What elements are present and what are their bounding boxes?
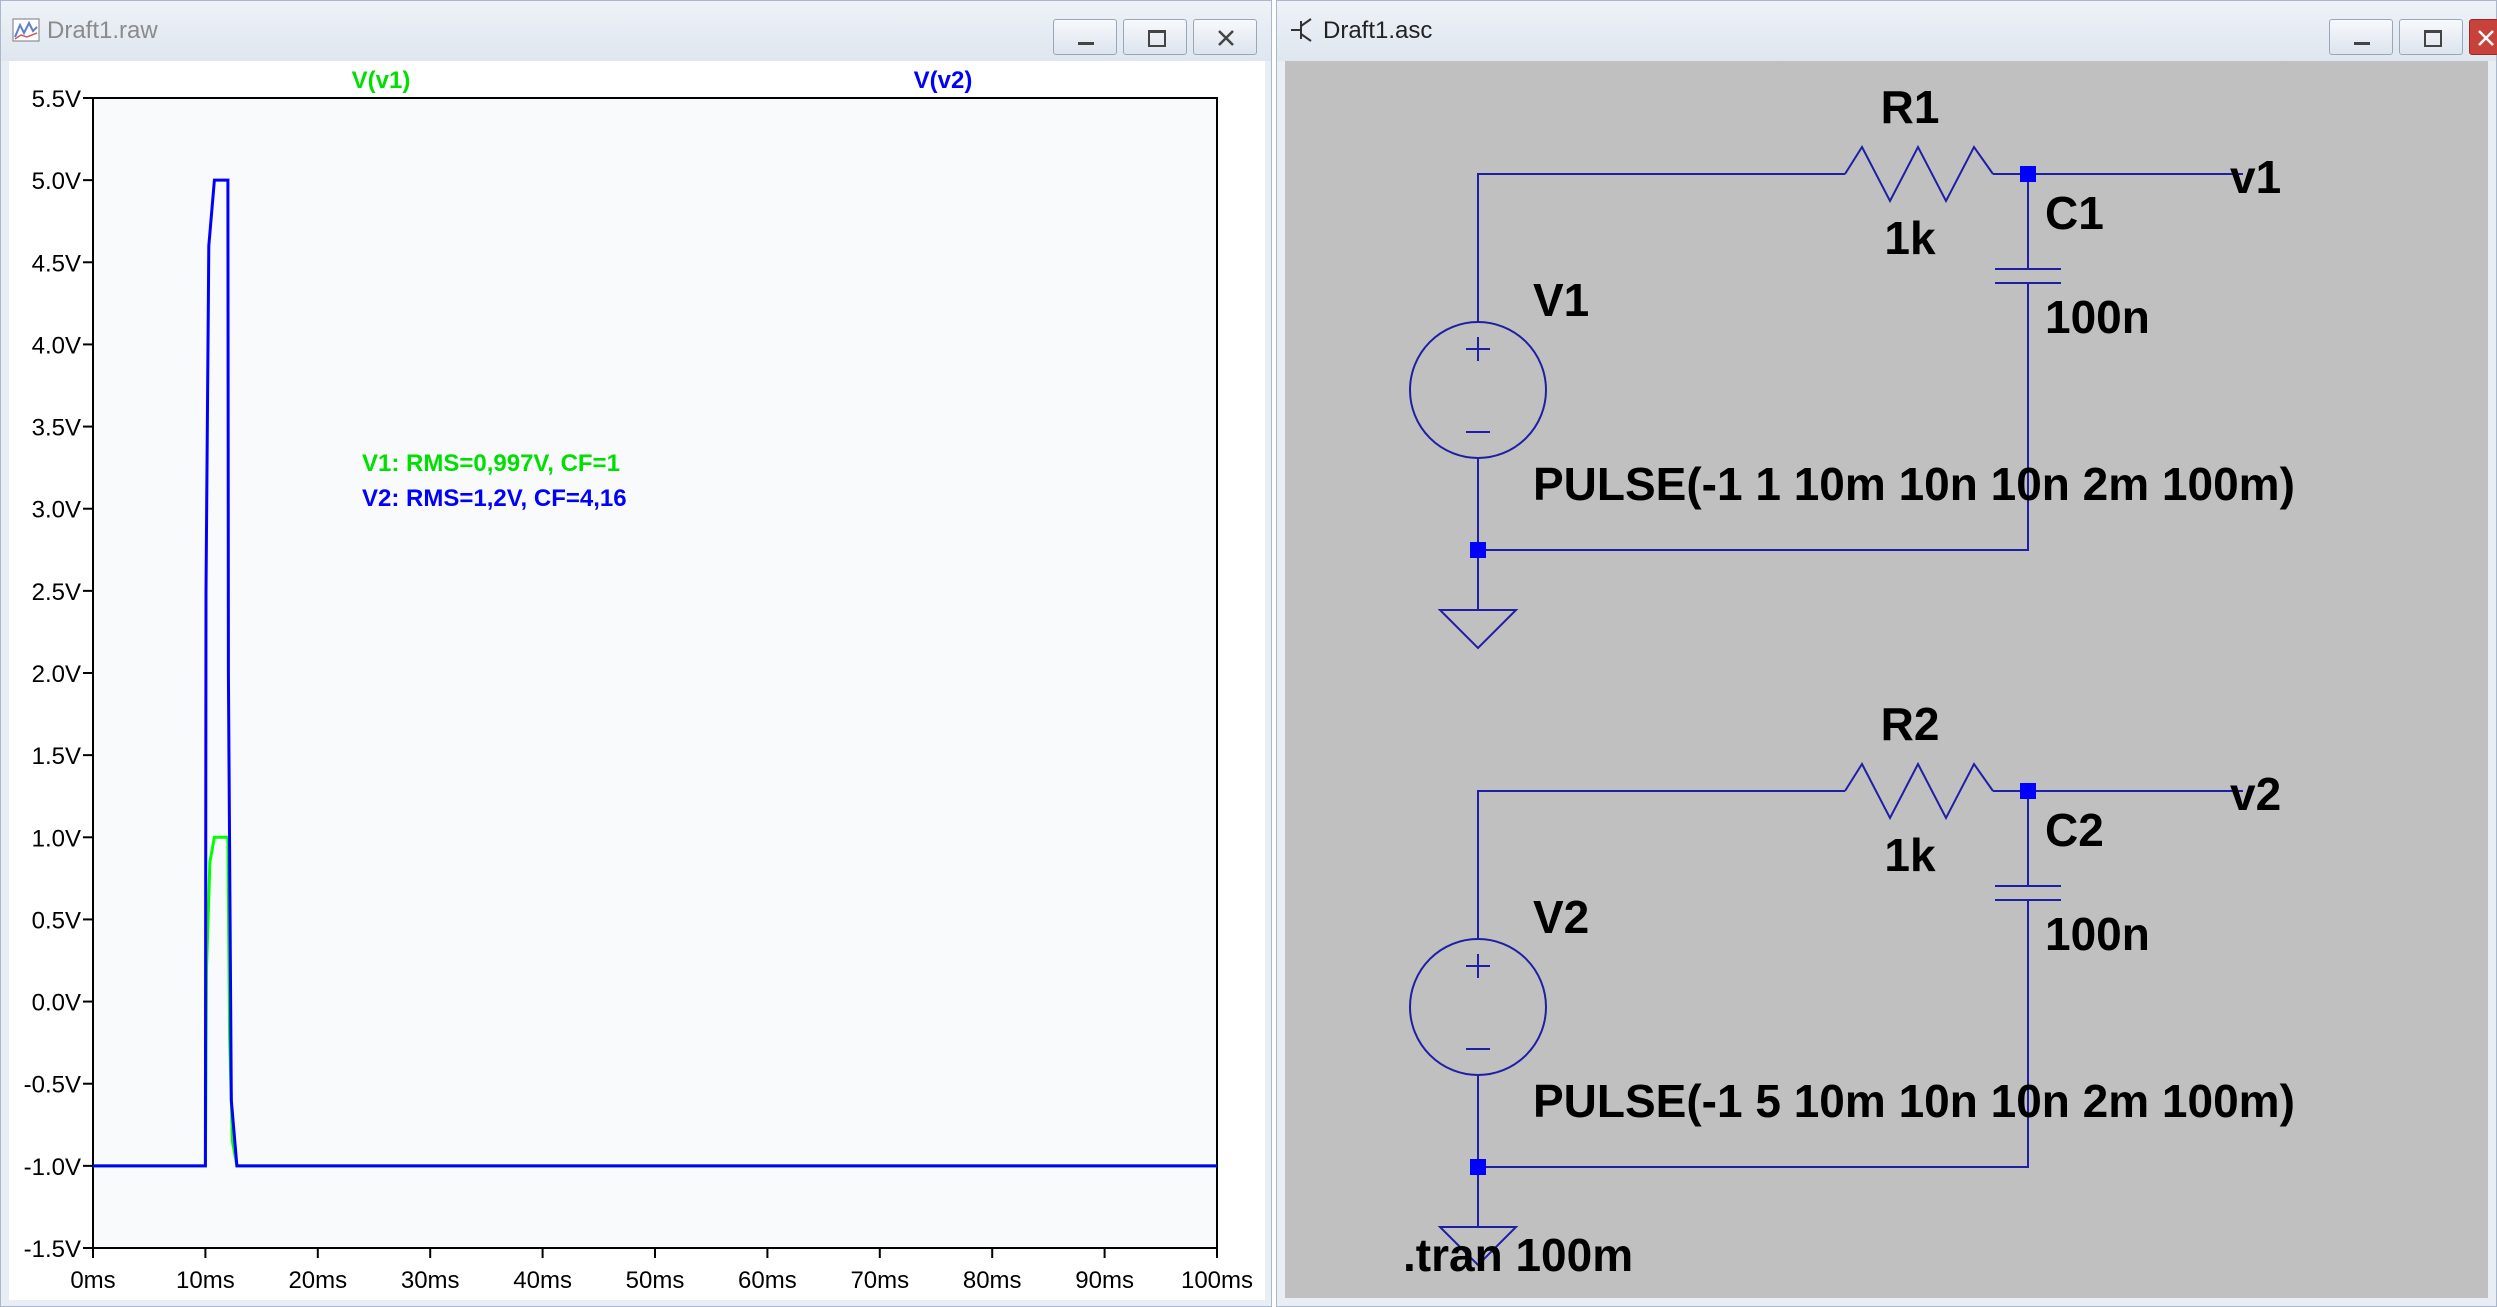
y-tick-label: 4.0V xyxy=(32,332,81,359)
x-tick-label: 80ms xyxy=(963,1267,1022,1294)
window-title: Draft1.asc xyxy=(1323,17,1433,44)
capacitor-value[interactable]: 100n xyxy=(2045,908,2150,960)
net-label[interactable]: v2 xyxy=(2230,768,2281,820)
y-tick-label: 4.5V xyxy=(32,250,81,277)
junction-node[interactable] xyxy=(2020,783,2036,799)
wire[interactable] xyxy=(1477,173,1845,322)
waveform-chart[interactable]: 5.5V 5.0V 4.5V 4.0V 3.5V 3.0V 2.5V 2.0V 1.5V 1.0V… xyxy=(9,61,1265,1300)
waveform-titlebar[interactable]: Draft1.raw xyxy=(1,1,1271,61)
x-axis: 0ms 10ms 20ms 30ms 40ms 50ms 60ms 70ms 80ms 90ms 1… xyxy=(70,1248,1253,1294)
measurement-v2: V2: RMS=1,2V, CF=4,16 xyxy=(362,485,627,512)
restore-button[interactable] xyxy=(2399,19,2463,55)
close-icon xyxy=(1218,30,1234,46)
junction-node[interactable] xyxy=(1470,1159,1486,1175)
restore-icon xyxy=(2424,30,2442,47)
series-lines xyxy=(93,178,1217,1168)
plot-frame xyxy=(92,97,1218,1249)
resistor-name[interactable]: R1 xyxy=(1881,81,1940,133)
x-tick-label: 70ms xyxy=(850,1267,909,1294)
y-tick-label: 2.0V xyxy=(32,661,81,688)
minimize-button[interactable] xyxy=(1053,19,1117,55)
y-tick-label: 2.5V xyxy=(32,579,81,606)
capacitor-name[interactable]: C2 xyxy=(2045,804,2104,856)
window-title: Draft1.raw xyxy=(47,17,158,44)
source-value[interactable]: PULSE(-1 1 10m 10n 10n 2m 100m) xyxy=(1533,458,2295,510)
y-tick-label: -1.0V xyxy=(24,1154,81,1181)
schematic-titlebar[interactable]: Draft1.asc xyxy=(1277,1,2497,61)
capacitor-name[interactable]: C1 xyxy=(2045,187,2104,239)
source-name[interactable]: V1 xyxy=(1533,274,1589,326)
restore-button[interactable] xyxy=(1123,19,1187,55)
x-tick-label: 40ms xyxy=(513,1267,572,1294)
x-tick-label: 20ms xyxy=(288,1267,347,1294)
resistor-value[interactable]: 1k xyxy=(1884,829,1936,881)
resistor-r1[interactable] xyxy=(1844,144,1994,204)
trace-label-v2[interactable]: V(v2) xyxy=(914,67,973,94)
schematic-app-icon xyxy=(1291,18,1312,42)
series-line-2[interactable] xyxy=(93,178,1217,1168)
minimize-icon xyxy=(1078,42,1094,45)
wire[interactable] xyxy=(1477,790,1845,939)
capacitor-value[interactable]: 100n xyxy=(2045,291,2150,343)
waveform-window[interactable]: Draft1.raw 5.5V 5.0V 4.5V 4.0V 3.5V 3.0V 2.5V 2… xyxy=(0,0,1272,1307)
x-tick-label: 60ms xyxy=(738,1267,797,1294)
close-button[interactable] xyxy=(1193,19,1257,55)
junction-node[interactable] xyxy=(2020,166,2036,182)
net-label[interactable]: v1 xyxy=(2230,151,2281,203)
resistor-r2[interactable] xyxy=(1844,761,1994,821)
close-button[interactable] xyxy=(2469,19,2497,55)
waveform-app-icon xyxy=(12,18,40,42)
ground-icon xyxy=(1437,1226,1519,1267)
source-value[interactable]: PULSE(-1 5 10m 10n 10n 2m 100m) xyxy=(1533,1075,2295,1127)
x-tick-label: 90ms xyxy=(1075,1267,1134,1294)
trace-label-v1[interactable]: V(v1) xyxy=(352,67,411,94)
schematic-canvas[interactable]: R1 1k C1 100n V1 PULSE(-1 1 10m 10n 10n … xyxy=(1285,61,2488,1298)
schematic-window[interactable]: Draft1.asc xyxy=(1276,0,2497,1307)
y-tick-label: 3.0V xyxy=(32,497,81,524)
y-tick-label: 1.0V xyxy=(32,825,81,852)
close-icon xyxy=(2478,30,2494,46)
x-tick-label: 10ms xyxy=(176,1267,235,1294)
y-tick-label: -1.5V xyxy=(24,1236,81,1263)
y-tick-label: -0.5V xyxy=(24,1072,81,1099)
source-name[interactable]: V2 xyxy=(1533,891,1589,943)
y-tick-label: 1.5V xyxy=(32,743,81,770)
restore-icon xyxy=(1148,30,1166,47)
measurement-v1: V1: RMS=0,997V, CF=1 xyxy=(362,450,620,477)
x-tick-label: 0ms xyxy=(70,1267,115,1294)
y-tick-label: 3.5V xyxy=(32,415,81,442)
x-tick-label: 50ms xyxy=(626,1267,685,1294)
resistor-name[interactable]: R2 xyxy=(1881,698,1940,750)
minimize-icon xyxy=(2354,42,2370,45)
x-tick-label: 30ms xyxy=(401,1267,460,1294)
y-tick-label: 5.0V xyxy=(32,168,81,195)
wire[interactable] xyxy=(1478,283,2029,551)
plot-area[interactable]: 5.5V 5.0V 4.5V 4.0V 3.5V 3.0V 2.5V 2.0V 1.5V 1.0V… xyxy=(9,61,1265,1300)
y-tick-label: 5.5V xyxy=(32,86,81,113)
wire[interactable] xyxy=(1478,900,2029,1168)
resistor-value[interactable]: 1k xyxy=(1884,212,1936,264)
circuit-1: R1 1k C1 100n V1 PULSE(-1 1 10m 10n 10n … xyxy=(1409,81,2295,650)
ground-icon xyxy=(1437,609,1519,650)
minimize-button[interactable] xyxy=(2329,19,2393,55)
y-axis: 5.5V 5.0V 4.5V 4.0V 3.5V 3.0V 2.5V 2.0V 1.5V 1.0V… xyxy=(24,86,93,1263)
circuit-2: R2 1k C2 100n V2 PULSE(-1 5 10m 10n 10n … xyxy=(1409,698,2295,1267)
y-tick-label: 0.0V xyxy=(32,990,81,1017)
schematic-drawing[interactable]: R1 1k C1 100n V1 PULSE(-1 1 10m 10n 10n … xyxy=(1285,61,2490,1300)
spice-directive[interactable]: .tran 100m xyxy=(1403,1229,1633,1281)
junction-node[interactable] xyxy=(1470,542,1486,558)
x-tick-label: 100ms xyxy=(1181,1267,1253,1294)
y-tick-label: 0.5V xyxy=(32,907,81,934)
